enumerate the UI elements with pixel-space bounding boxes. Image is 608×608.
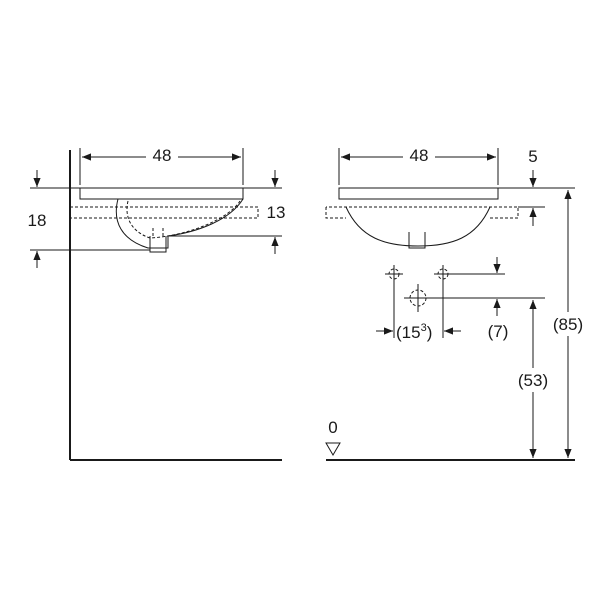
front-basin-rim <box>338 187 499 200</box>
side-drain <box>149 236 167 253</box>
front-countertop <box>325 206 519 219</box>
outlet-center <box>404 284 432 312</box>
front-width-label: 48 <box>410 146 429 165</box>
side-basin-bowl <box>115 198 244 249</box>
side-width-label: 48 <box>153 146 172 165</box>
spacing-label: (153) <box>396 322 432 342</box>
front-drain <box>408 232 426 249</box>
right-valve-center <box>434 265 452 283</box>
left-valve-center <box>385 265 403 283</box>
outlet-height-label: (53) <box>518 371 548 390</box>
front-basin-bowl <box>345 206 491 247</box>
side-left-height-label: 18 <box>28 211 47 230</box>
side-right-height-label: 13 <box>267 203 286 222</box>
side-basin-rim <box>79 187 244 200</box>
total-height-label: (85) <box>553 315 583 334</box>
side-view: 48 18 13 <box>28 145 286 461</box>
front-rim-label: 5 <box>528 147 537 166</box>
floor-level-marker <box>325 442 341 456</box>
floor-label: 0 <box>328 418 337 437</box>
side-countertop <box>70 206 259 219</box>
side-basin-hidden-bowl <box>126 200 241 239</box>
front-view: 48 5 (153) <box>325 145 593 461</box>
offset-label: (7) <box>488 322 509 341</box>
